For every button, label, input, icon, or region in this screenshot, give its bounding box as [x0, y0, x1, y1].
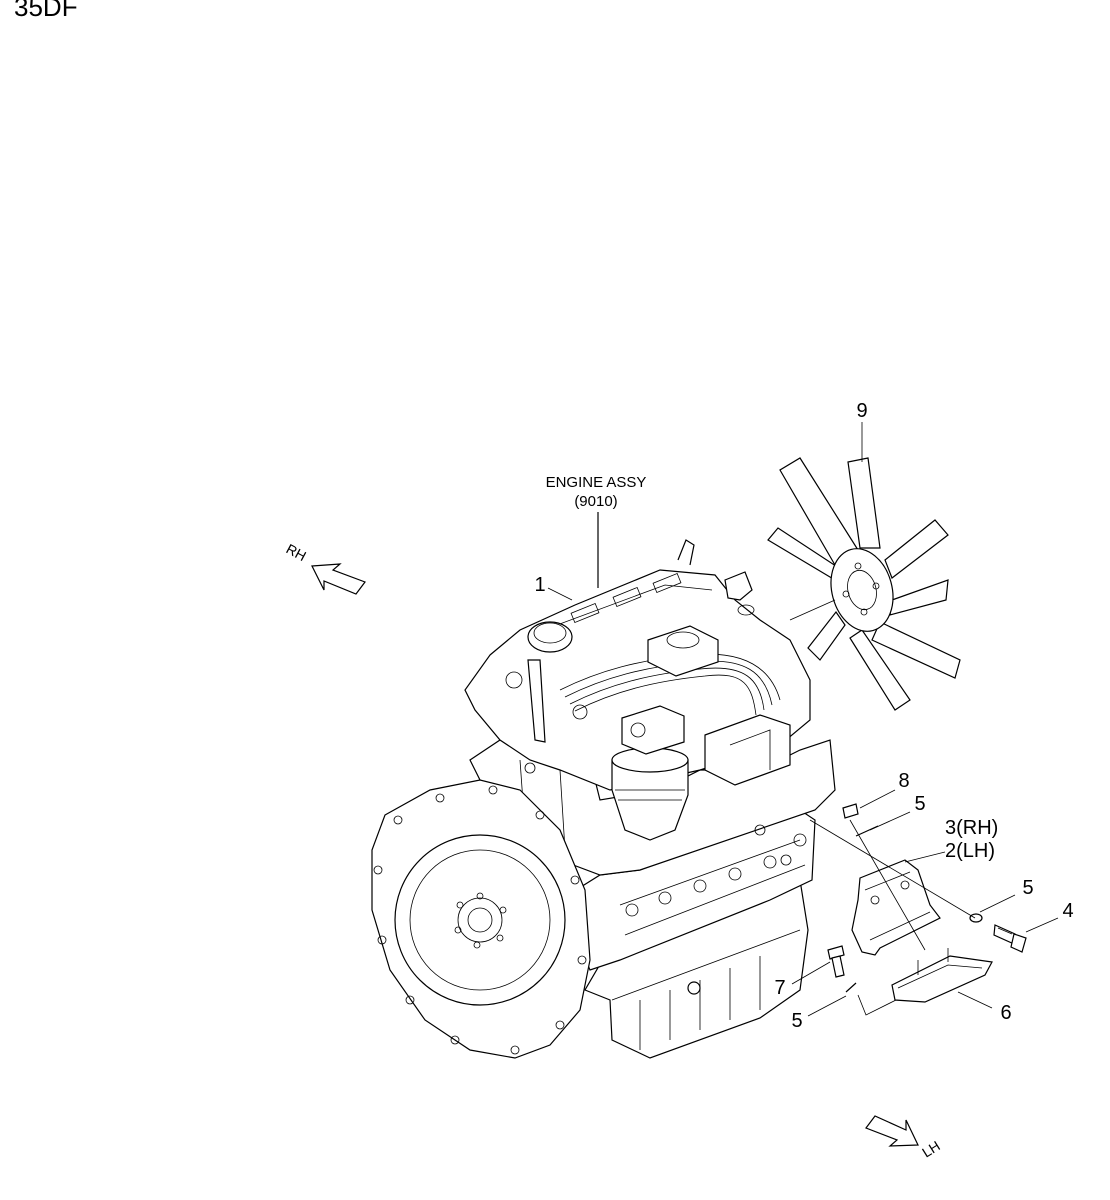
- callout-1: 1: [534, 574, 545, 596]
- cooling-fan: [767, 457, 961, 711]
- callout-6: 6: [1000, 1002, 1011, 1024]
- callout-9: 9: [856, 400, 867, 422]
- callout-5-upper: 5: [914, 793, 925, 815]
- callout-8: 8: [898, 770, 909, 792]
- engine-block: [464, 539, 836, 1059]
- callout-4: 4: [1062, 900, 1073, 922]
- leader-line: [791, 961, 831, 985]
- callout-5-lower: 5: [791, 1010, 802, 1032]
- fan-hub: [830, 548, 894, 632]
- assembly-line: [809, 819, 976, 919]
- lh-direction-arrow: LH: [865, 1115, 943, 1161]
- leader-line: [904, 851, 946, 863]
- assembly-title: ENGINE ASSY: [546, 474, 647, 491]
- assembly-line: [849, 819, 926, 951]
- leader-line: [859, 789, 896, 809]
- rh-label: RH: [284, 541, 309, 565]
- fan-blade: [889, 579, 949, 616]
- bolt: [827, 945, 845, 978]
- stud-bolt: [842, 803, 859, 819]
- fan-blade: [847, 457, 881, 549]
- fan-blade: [807, 610, 846, 661]
- callout-5-right: 5: [1022, 877, 1033, 899]
- fan-blade: [849, 629, 911, 711]
- assembly-part-ref: (9010): [574, 493, 617, 510]
- leader-line: [869, 811, 911, 831]
- assembly-line: [857, 994, 897, 1016]
- lh-label: LH: [919, 1137, 943, 1160]
- leader-line: [807, 995, 847, 1017]
- rubber-mount: [891, 948, 993, 1003]
- leader-line: [957, 991, 993, 1009]
- engine-mount-bracket: [851, 859, 941, 956]
- bolt: [993, 924, 1027, 953]
- flywheel-housing: [371, 779, 591, 1059]
- fan-blade: [884, 519, 949, 579]
- callout-3-rh: 3(RH): [945, 817, 998, 839]
- callout-7: 7: [774, 977, 785, 999]
- washer: [845, 982, 857, 993]
- leader-line: [1025, 917, 1059, 933]
- rh-direction-arrow: RH: [284, 541, 366, 595]
- leader-line: [979, 894, 1016, 913]
- model-code: 35DF: [14, 0, 78, 22]
- callout-2-lh: 2(LH): [945, 840, 995, 862]
- fan-blade: [871, 621, 961, 679]
- leader-line: [547, 587, 573, 601]
- washer: [969, 913, 983, 923]
